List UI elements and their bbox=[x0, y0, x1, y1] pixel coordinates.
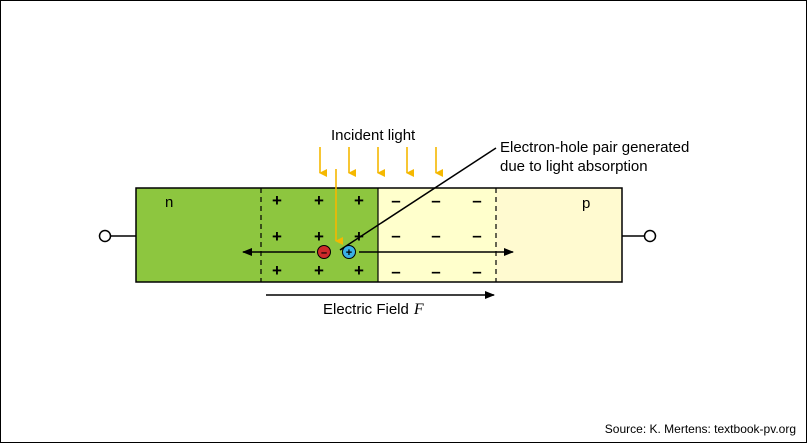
p-depletion-region bbox=[378, 188, 496, 282]
semiconductor-outline bbox=[135, 187, 623, 283]
p-region bbox=[496, 188, 622, 282]
positive-charge: + bbox=[272, 191, 282, 210]
positive-charge: + bbox=[354, 261, 364, 280]
negative-space-charges: – – – – – – – – – bbox=[391, 191, 481, 281]
electron bbox=[317, 245, 331, 259]
generation-label-line1: Electron-hole pair generated bbox=[500, 139, 689, 156]
negative-charge: – bbox=[431, 226, 440, 245]
n-region bbox=[136, 188, 378, 282]
negative-charge: – bbox=[391, 262, 400, 281]
negative-charge: – bbox=[391, 226, 400, 245]
incident-light-arrows bbox=[319, 147, 443, 245]
positive-charge: + bbox=[354, 227, 364, 246]
negative-charge: – bbox=[431, 191, 440, 210]
positive-charge: + bbox=[314, 261, 324, 280]
left-terminal bbox=[98, 229, 112, 243]
electric-field-text: Electric Field bbox=[323, 301, 409, 318]
negative-charge: – bbox=[472, 262, 481, 281]
negative-charge: – bbox=[472, 226, 481, 245]
negative-charge: – bbox=[391, 191, 400, 210]
positive-charge: + bbox=[314, 191, 324, 210]
negative-charge: – bbox=[472, 191, 481, 210]
positive-charge: + bbox=[354, 191, 364, 210]
incident-light-label: Incident light bbox=[331, 127, 416, 144]
electric-field-symbol: F bbox=[413, 301, 424, 318]
positive-charge: + bbox=[314, 227, 324, 246]
generation-label-line2: due to light absorption bbox=[500, 158, 648, 175]
n-label: n bbox=[165, 194, 173, 211]
p-label: p bbox=[582, 195, 590, 212]
hole-symbol: + bbox=[346, 247, 352, 259]
source-credit: Source: K. Mertens: textbook-pv.org bbox=[605, 422, 796, 436]
positive-charge: + bbox=[272, 261, 282, 280]
hole bbox=[342, 245, 356, 259]
right-terminal bbox=[643, 229, 657, 243]
electron-symbol: – bbox=[321, 247, 327, 259]
positive-space-charges: + + + + + + + + + bbox=[272, 191, 364, 280]
generation-pointer-line bbox=[339, 147, 497, 251]
positive-charge: + bbox=[272, 227, 282, 246]
negative-charge: – bbox=[431, 262, 440, 281]
